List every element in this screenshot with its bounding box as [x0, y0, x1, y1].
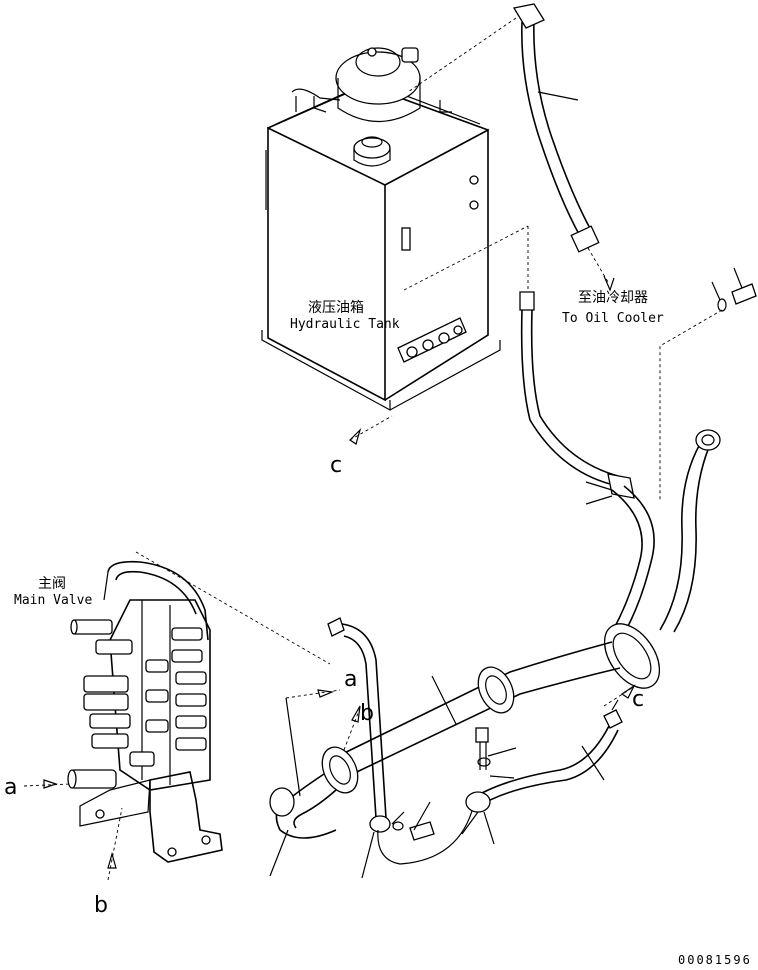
- tank-label-cn: 液压油箱: [308, 300, 364, 316]
- drain-hose: [403, 225, 635, 505]
- main-tube: [269, 641, 621, 877]
- small-hose-right: [461, 699, 623, 845]
- bolt-washer: [659, 267, 757, 500]
- callout-c-tube: c: [632, 687, 644, 712]
- cooler-label-en: To Oil Cooler: [562, 311, 664, 326]
- hydraulic-tank: [261, 47, 501, 411]
- return-hose: [135, 551, 475, 879]
- drawing-number: 00081596: [678, 953, 752, 967]
- valve-label-cn: 主阀: [38, 576, 66, 592]
- tank-label-en: Hydraulic Tank: [290, 317, 400, 332]
- valve-label-en: Main Valve: [14, 593, 92, 608]
- callout-a-valve: a: [4, 775, 17, 800]
- bolt-lower: [409, 821, 435, 841]
- cooler-label-cn: 至油冷却器: [578, 290, 648, 306]
- main-valve: [67, 560, 223, 863]
- callout-b-tube: b: [360, 701, 374, 726]
- flange-right: [603, 623, 661, 689]
- callout-b-valve: b: [94, 893, 108, 918]
- callout-a-tube: a: [344, 667, 357, 692]
- oil-cooler-hose: [407, 3, 615, 292]
- suction-hoses: [611, 429, 721, 633]
- callout-c-tank: c: [330, 453, 342, 478]
